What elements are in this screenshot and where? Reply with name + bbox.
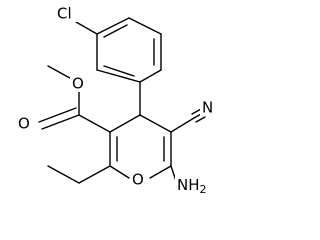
chlorine-label: Cl bbox=[57, 5, 72, 23]
atom-label-layer: Cl O O N O NH2 bbox=[18, 4, 218, 196]
bond-c2-ester-carbon bbox=[78, 114, 111, 133]
bond-ethyl-terminal bbox=[47, 165, 80, 184]
nitrile-nitrogen-mask bbox=[200, 98, 218, 116]
bond-c2-c3 bbox=[109, 114, 141, 133]
amine-nh-text: NH bbox=[177, 176, 200, 194]
ester-ether-oxygen-label: O bbox=[72, 75, 84, 93]
nitrile-nitrogen-label: N bbox=[202, 99, 213, 117]
aryl-bond-4 bbox=[96, 17, 130, 35]
bond-c5-o1 bbox=[149, 165, 172, 179]
aryl-inner-double-3 bbox=[103, 65, 135, 77]
bond-ester-carbonyl bbox=[41, 114, 80, 130]
bond-o1-c6 bbox=[109, 165, 130, 179]
bond-layer bbox=[38, 17, 206, 185]
aryl-bond-6 bbox=[96, 69, 141, 83]
bond-c4-nitrile-carbon bbox=[170, 117, 195, 133]
ester-carbonyl-oxygen-label: O bbox=[18, 115, 30, 133]
chemical-structure-diagram: Cl O O N O NH2 bbox=[18, 4, 218, 196]
ring-oxygen-label: O bbox=[132, 171, 144, 189]
bond-nitrile-triple-2 bbox=[191, 108, 202, 115]
bond-ester-carbonyl-double bbox=[38, 107, 77, 123]
ring-oxygen-mask bbox=[130, 170, 148, 188]
bond-c3-c4 bbox=[139, 114, 172, 133]
bond-c6-ethyl bbox=[78, 165, 111, 184]
bond-nitrile-triple-3 bbox=[195, 116, 206, 123]
chlorine-label-mask bbox=[56, 4, 80, 22]
aryl-bond-1 bbox=[139, 69, 162, 83]
aryl-bond-3 bbox=[128, 17, 162, 35]
aryl-inner-double-2 bbox=[103, 24, 128, 38]
amine-label: NH2 bbox=[177, 176, 207, 197]
amine-subscript: 2 bbox=[200, 183, 207, 196]
amine-label-mask bbox=[175, 176, 213, 196]
ester-ether-oxygen-mask bbox=[70, 74, 88, 92]
bond-aryl-cl bbox=[75, 21, 98, 35]
ester-carbonyl-oxygen-mask bbox=[18, 114, 36, 132]
